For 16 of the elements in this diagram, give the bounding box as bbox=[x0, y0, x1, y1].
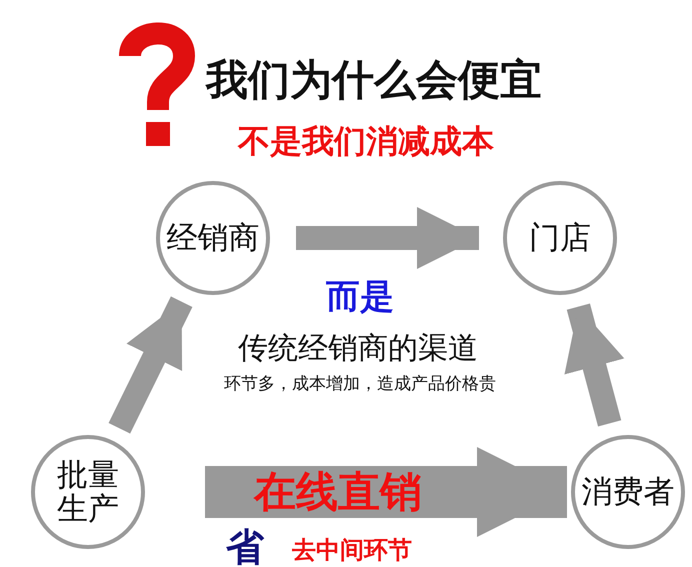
arrow bbox=[296, 207, 479, 269]
edge-label: 在线直销 bbox=[254, 466, 422, 518]
subtitle: 不是我们消减成本 bbox=[238, 121, 494, 162]
node-label: 经销商 bbox=[166, 220, 260, 256]
node-label: 门店 bbox=[529, 220, 591, 256]
text-label: 传统经销商的渠道 bbox=[238, 330, 478, 368]
arrow bbox=[564, 303, 624, 427]
text-label: 而是 bbox=[326, 276, 394, 319]
node-label: 消费者 bbox=[582, 474, 674, 510]
node-label: 批量生产 bbox=[56, 458, 120, 526]
text-label: 去中间环节 bbox=[292, 535, 412, 566]
arrow bbox=[205, 447, 567, 537]
text-label: 环节多，成本增加，造成产品价格贵 bbox=[224, 373, 496, 395]
arrow bbox=[108, 296, 192, 434]
text-label: 省 bbox=[226, 524, 264, 567]
title: 我们为什么会便宜 bbox=[206, 54, 542, 106]
